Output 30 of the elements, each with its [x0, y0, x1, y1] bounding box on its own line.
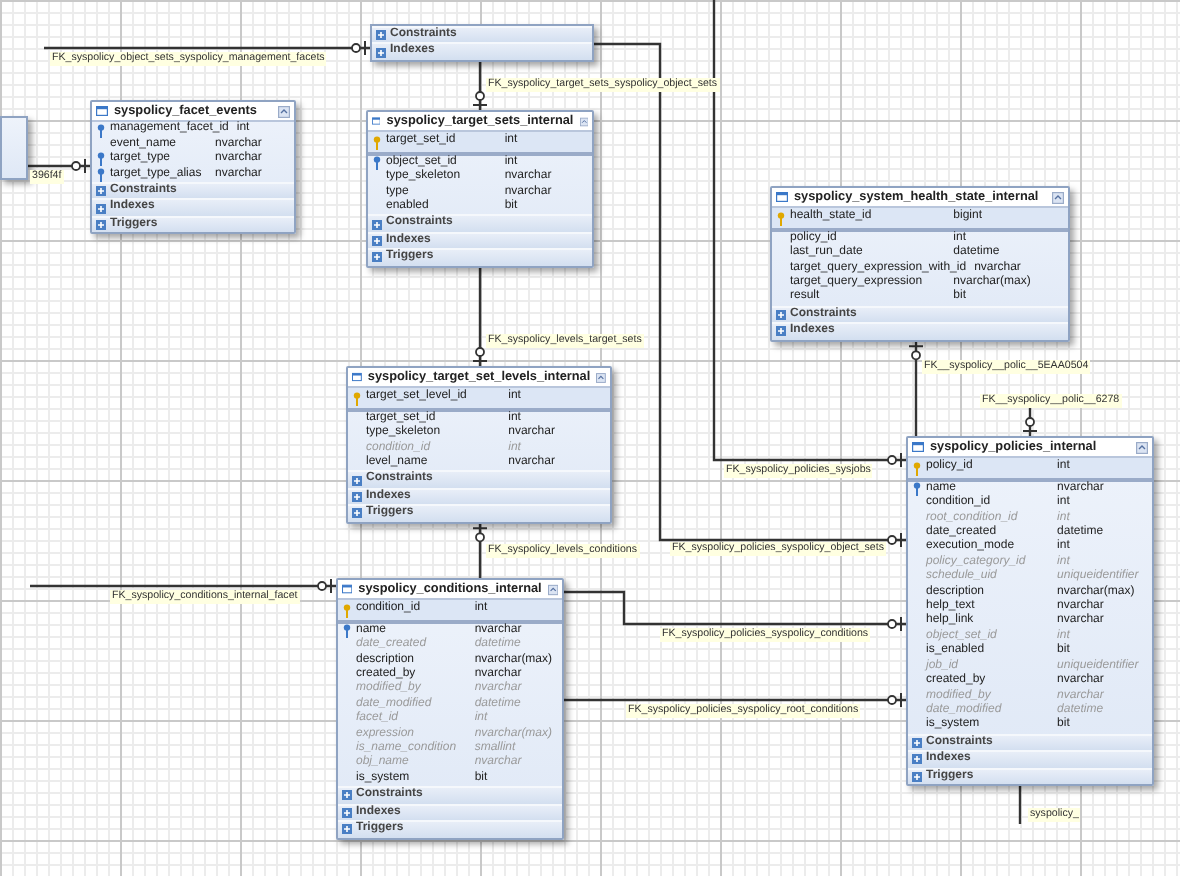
section-row: [908, 750, 1152, 768]
section-row: [372, 26, 592, 43]
section-row: [908, 733, 1152, 751]
table-fragment: [0, 116, 28, 180]
section-row: [372, 42, 592, 60]
column-row: [772, 208, 1068, 232]
relationship-line: [712, 0, 907, 468]
table-card: [770, 186, 1070, 342]
section-row: [92, 198, 294, 216]
relationship-line: [44, 40, 371, 56]
column-row: [348, 388, 610, 412]
column-row: [368, 132, 592, 156]
table-card: [366, 110, 594, 268]
relationship-line: [30, 578, 337, 594]
section-row: [92, 182, 294, 199]
section-row: [368, 248, 592, 266]
table-card: [346, 366, 612, 524]
column-row: [338, 600, 562, 624]
table-card: [906, 436, 1154, 786]
table-fragment: [370, 24, 594, 62]
column-row: [908, 458, 1152, 482]
section-row: [338, 820, 562, 837]
section-row: [348, 504, 610, 522]
section-row: [368, 214, 592, 232]
section-row: [348, 470, 610, 488]
table-card: [336, 578, 564, 839]
table-card: [90, 100, 296, 235]
section-row: [772, 305, 1068, 323]
section-row: [772, 322, 1068, 340]
section-row: [338, 786, 562, 804]
